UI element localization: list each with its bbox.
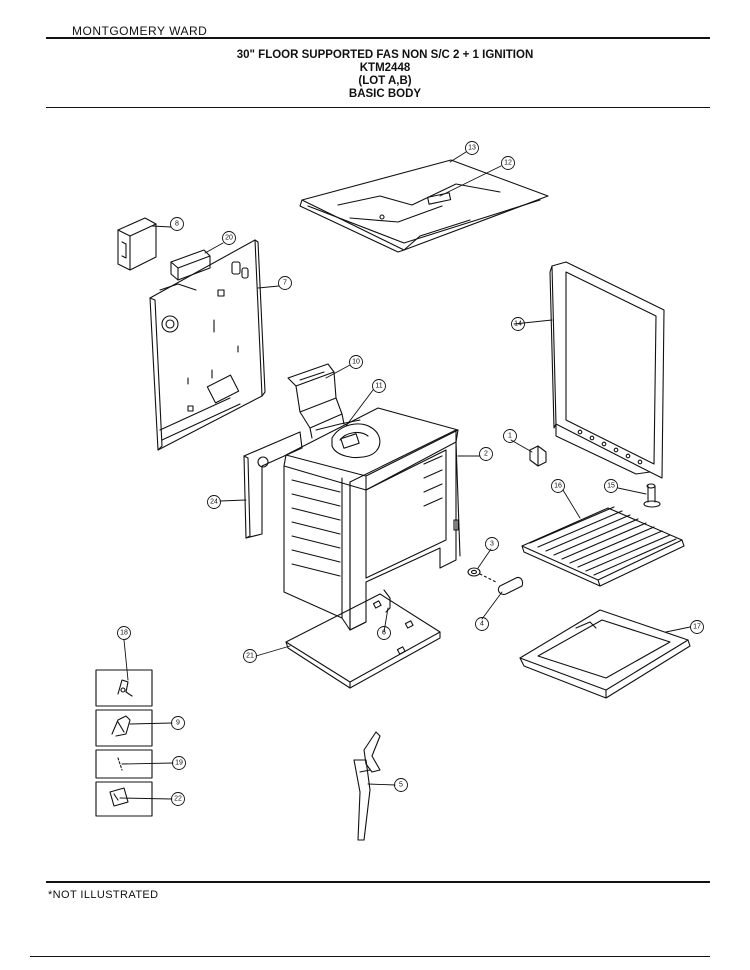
- part-clip-6: [383, 589, 391, 613]
- part-bracket-20: [170, 249, 211, 281]
- callout-6: 6: [377, 626, 391, 640]
- svg-text:14: 14: [514, 321, 522, 328]
- svg-text:5: 5: [399, 782, 403, 789]
- model-number: KTM2448: [359, 62, 411, 74]
- svg-text:18: 18: [120, 630, 128, 637]
- svg-text:17: 17: [693, 624, 701, 631]
- part-body-frame: [283, 407, 461, 631]
- part-broiler-pan: [519, 609, 691, 699]
- detail-box-19: [95, 749, 153, 779]
- part-side-panel: [243, 431, 303, 539]
- brand-name: MONTGOMERY WARD: [72, 24, 208, 38]
- callout-10: 10: [349, 355, 363, 369]
- diagram-title: 30" FLOOR SUPPORTED FAS NON S/C 2 + 1 IG…: [236, 49, 534, 61]
- detail-box-18: [95, 669, 153, 707]
- title-rule: [46, 107, 710, 108]
- part-vent-duct: [287, 363, 345, 439]
- lot-label: (LOT A,B): [358, 75, 412, 87]
- callout-4: 4: [475, 617, 489, 631]
- part-knob: [529, 445, 547, 467]
- svg-text:2: 2: [484, 451, 488, 458]
- svg-text:15: 15: [607, 483, 615, 490]
- callout-20: 20: [222, 231, 236, 245]
- svg-text:13: 13: [468, 145, 476, 152]
- svg-text:12: 12: [504, 160, 512, 167]
- callout-2: 2: [479, 447, 493, 461]
- callout-16: 16: [551, 479, 565, 493]
- svg-text:4: 4: [480, 621, 484, 628]
- svg-text:3: 3: [490, 541, 494, 548]
- footnote-not-illustrated: *NOT ILLUSTRATED: [48, 889, 159, 901]
- callouts: 13 12 8 20 7 10 11 2 14 1 16 15 3 4 17 6…: [117, 141, 704, 806]
- part-oven-rack: [521, 506, 685, 587]
- leader-lines: [119, 151, 691, 800]
- part-leveling-leg: [643, 483, 661, 508]
- part-door-panel: [549, 261, 665, 479]
- part-top-panel: [299, 159, 549, 253]
- callout-1: 1: [503, 429, 517, 443]
- callout-18: 18: [117, 626, 131, 640]
- callout-9: 9: [171, 716, 185, 730]
- svg-text:10: 10: [352, 359, 360, 366]
- callout-21: 21: [243, 649, 257, 663]
- svg-text:7: 7: [283, 280, 287, 287]
- callout-11: 11: [372, 379, 386, 393]
- callout-8: 8: [170, 217, 184, 231]
- callout-22: 22: [171, 792, 185, 806]
- section-label: BASIC BODY: [348, 88, 422, 100]
- svg-text:1: 1: [508, 433, 512, 440]
- callout-15: 15: [604, 479, 618, 493]
- callout-7: 7: [278, 276, 292, 290]
- part-plug: [497, 576, 524, 595]
- part-hinge: [353, 731, 381, 841]
- detail-box-22: [95, 781, 153, 817]
- svg-text:20: 20: [225, 235, 233, 242]
- part-grommet: [467, 567, 497, 583]
- callout-24: 24: [207, 495, 221, 509]
- callout-3: 3: [485, 537, 499, 551]
- title-block: 30" FLOOR SUPPORTED FAS NON S/C 2 + 1 IG…: [0, 49, 750, 101]
- callout-13: 13: [465, 141, 479, 155]
- part-burner: [315, 419, 381, 459]
- part-back-panel: [149, 239, 266, 451]
- svg-text:24: 24: [210, 499, 218, 506]
- svg-text:16: 16: [554, 483, 562, 490]
- footer-rule: [46, 881, 710, 883]
- svg-text:22: 22: [174, 796, 182, 803]
- callout-17: 17: [690, 620, 704, 634]
- svg-text:11: 11: [375, 383, 382, 390]
- svg-text:9: 9: [176, 720, 180, 727]
- callout-14: 14: [511, 317, 525, 331]
- svg-text:21: 21: [246, 653, 254, 660]
- svg-text:19: 19: [175, 760, 183, 767]
- callout-5: 5: [394, 778, 408, 792]
- svg-text:8: 8: [175, 221, 179, 228]
- callout-19: 19: [172, 756, 186, 770]
- part-bottom-panel: [285, 593, 441, 689]
- header-rule: [46, 37, 710, 39]
- detail-box-9: [95, 709, 153, 747]
- part-small-box: [117, 217, 157, 271]
- svg-text:6: 6: [382, 630, 386, 637]
- callout-12: 12: [501, 156, 515, 170]
- bottom-rule: [30, 956, 710, 957]
